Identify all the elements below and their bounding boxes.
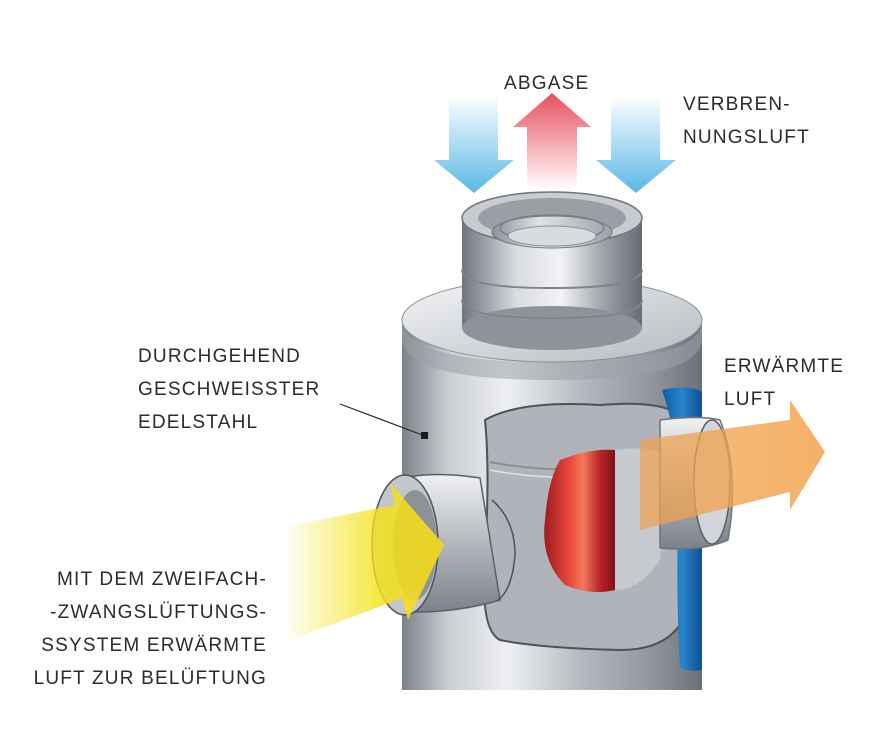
inlet-air-arrow	[283, 483, 444, 643]
label-exhaust: ABGASE	[504, 73, 590, 94]
leader-dot	[421, 432, 428, 439]
label-ventilation-air: MIT DEM ZWEIFACH- -ZWANGSLÜFTUNGS- SSYST…	[33, 569, 267, 689]
label-heated-air: ERWÄRMTE LUFT	[724, 356, 845, 410]
hot-flue-section	[544, 449, 615, 593]
exhaust-arrow	[513, 93, 591, 190]
label-stainless-steel: DURCHGEHEND GESCHWEISSTER EDELSTAHL	[138, 346, 321, 433]
label-combustion-air: VERBREN- NUNGSLUFT	[683, 94, 810, 148]
heated-air-arrow	[640, 400, 825, 530]
combustion-air-arrow-left	[434, 95, 514, 193]
leader-line	[339, 403, 426, 437]
combustion-air-arrow-right	[596, 95, 676, 193]
